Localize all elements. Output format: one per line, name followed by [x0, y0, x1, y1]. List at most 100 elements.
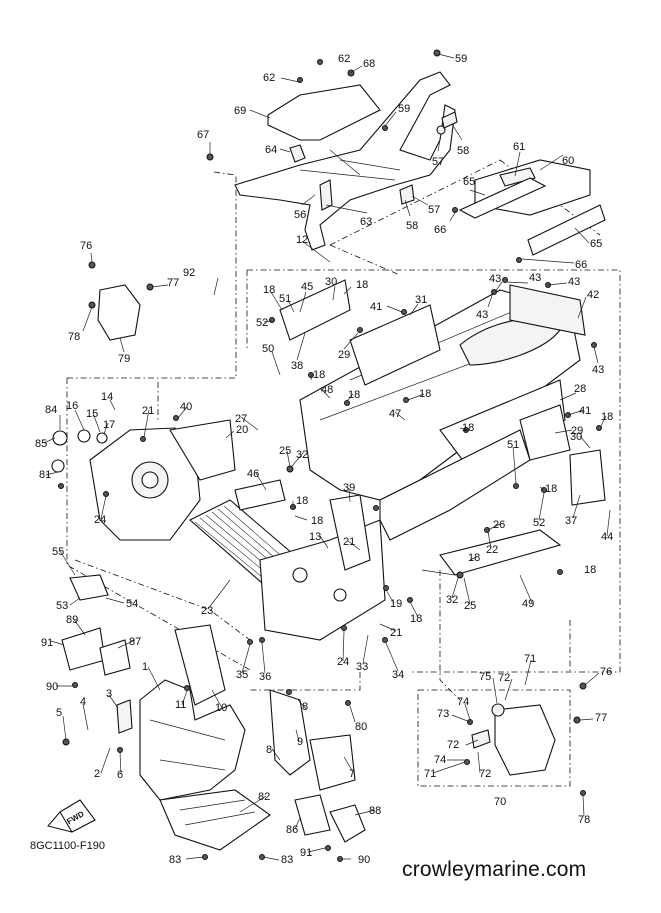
- callout-18: 18: [263, 284, 275, 296]
- callout-43: 43: [592, 364, 604, 376]
- callout-63: 63: [360, 216, 372, 228]
- callout-58: 58: [406, 220, 418, 232]
- callout-88: 88: [369, 805, 381, 817]
- callout-13: 13: [309, 531, 321, 543]
- callout-71: 71: [424, 768, 436, 780]
- callout-15: 15: [86, 408, 98, 420]
- callout-57: 57: [432, 156, 444, 168]
- callout-21: 21: [390, 627, 402, 639]
- callout-74: 74: [434, 754, 446, 766]
- callout-18: 18: [462, 422, 474, 434]
- callout-labels: 59 62 62 68 69 59 57 58 67 64 61 60 56 6…: [35, 53, 613, 866]
- callout-51: 51: [507, 439, 519, 451]
- callout-72: 72: [447, 739, 459, 751]
- callout-43: 43: [529, 272, 541, 284]
- callout-8: 8: [302, 701, 308, 713]
- callout-59: 59: [455, 53, 467, 65]
- callout-49: 49: [522, 598, 534, 610]
- callout-43: 43: [489, 273, 501, 285]
- callout-19: 19: [390, 598, 402, 610]
- callout-25: 25: [464, 600, 476, 612]
- callout-29: 29: [338, 349, 350, 361]
- callout-90: 90: [358, 854, 370, 866]
- diagram-code: 8GC1100-F190: [30, 840, 106, 852]
- callout-87: 87: [129, 636, 141, 648]
- callout-78: 78: [68, 331, 80, 343]
- callout-62: 62: [263, 72, 275, 84]
- fasteners: [58, 49, 602, 862]
- callout-18: 18: [356, 279, 368, 291]
- callout-92: 92: [183, 267, 195, 279]
- callout-78: 78: [578, 814, 590, 826]
- callout-24: 24: [94, 514, 106, 526]
- callout-18: 18: [348, 389, 360, 401]
- callout-37: 37: [565, 515, 577, 527]
- callout-27: 27: [235, 413, 247, 425]
- callout-71: 71: [524, 653, 536, 665]
- callout-8: 8: [266, 744, 272, 756]
- callout-40: 40: [180, 401, 192, 413]
- callout-45: 45: [301, 281, 313, 293]
- callout-35: 35: [236, 669, 248, 681]
- callout-46: 46: [247, 468, 259, 480]
- callout-18: 18: [584, 564, 596, 576]
- callout-90: 90: [46, 681, 58, 693]
- callout-42: 42: [587, 289, 599, 301]
- callout-21: 21: [142, 405, 154, 417]
- callout-76: 76: [600, 666, 612, 678]
- callout-18: 18: [419, 388, 431, 400]
- leader-lines: [43, 53, 611, 861]
- callout-74: 74: [457, 696, 469, 708]
- lower-brackets: [61, 574, 366, 843]
- main-tunnel: [279, 279, 606, 576]
- callout-85: 85: [35, 438, 47, 450]
- callout-5: 5: [56, 707, 62, 719]
- callout-1: 1: [142, 661, 148, 673]
- callout-83: 83: [281, 854, 293, 866]
- callout-56: 56: [294, 209, 306, 221]
- callout-3: 3: [106, 688, 112, 700]
- callout-51: 51: [279, 293, 291, 305]
- callout-9: 9: [297, 736, 303, 748]
- callout-89: 89: [66, 614, 78, 626]
- callout-38: 38: [291, 360, 303, 372]
- callout-66: 66: [575, 259, 587, 271]
- callout-91: 91: [300, 847, 312, 859]
- callout-41: 41: [370, 301, 382, 313]
- callout-73: 73: [437, 708, 449, 720]
- callout-7: 7: [349, 768, 355, 780]
- callout-18: 18: [410, 613, 422, 625]
- callout-57: 57: [428, 204, 440, 216]
- callout-18: 18: [601, 411, 613, 423]
- oil-tank-group: [471, 703, 556, 776]
- callout-77: 77: [167, 277, 179, 289]
- callout-80: 80: [355, 721, 367, 733]
- callout-65: 65: [590, 238, 602, 250]
- callout-75: 75: [479, 671, 491, 683]
- rear-frame-assembly: [234, 71, 606, 256]
- callout-55: 55: [52, 546, 64, 558]
- callout-26: 26: [493, 519, 505, 531]
- steering-pillar: [259, 494, 386, 641]
- callout-41: 41: [579, 405, 591, 417]
- callout-39: 39: [343, 482, 355, 494]
- callout-65: 65: [463, 176, 475, 188]
- callout-82: 82: [258, 791, 270, 803]
- callout-68: 68: [363, 58, 375, 70]
- callout-18: 18: [545, 483, 557, 495]
- callout-77: 77: [595, 712, 607, 724]
- callout-83: 83: [169, 854, 181, 866]
- callout-11: 11: [175, 699, 186, 711]
- callout-25: 25: [279, 445, 291, 457]
- callout-21: 21: [343, 536, 355, 548]
- callout-50: 50: [262, 343, 274, 355]
- callout-30: 30: [570, 431, 582, 443]
- callout-76: 76: [80, 240, 92, 252]
- callout-84: 84: [45, 404, 57, 416]
- callout-22: 22: [486, 544, 498, 556]
- callout-69: 69: [234, 105, 246, 117]
- callout-30: 30: [325, 276, 337, 288]
- callout-72: 72: [479, 768, 491, 780]
- callout-31: 31: [415, 294, 427, 306]
